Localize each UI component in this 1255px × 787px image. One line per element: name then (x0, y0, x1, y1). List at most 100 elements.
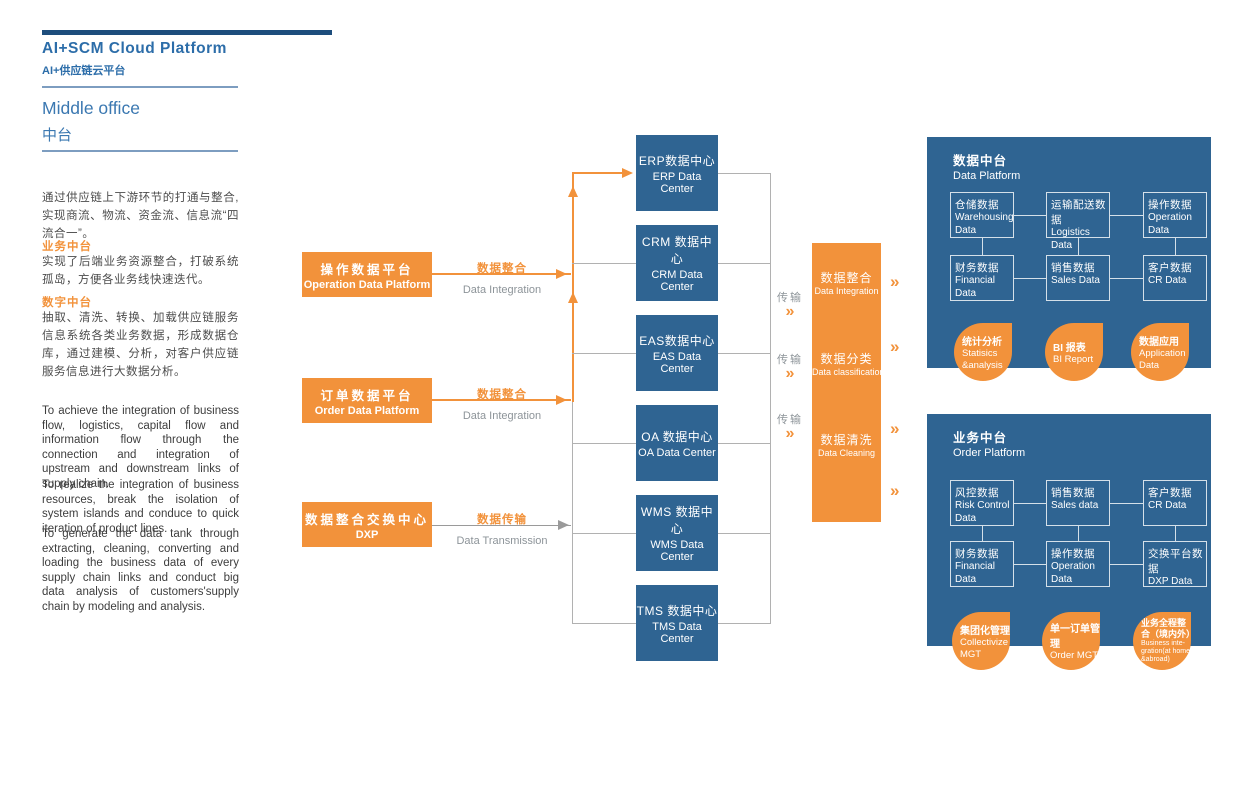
connector-line (1110, 278, 1143, 279)
connector-line (982, 526, 983, 541)
bubble-label-zh: 数据应用 (1139, 337, 1179, 349)
node-dxp-center: 数据整合交换中心 DXP (302, 502, 432, 547)
bubble-label-en: Statisics &analysis (962, 348, 1003, 371)
bubble-business-integration: 业务全程整合（境内外） Business inte-gration(at hom… (1133, 612, 1195, 670)
node-operation-data: 操作数据 Operation Data (1046, 541, 1110, 587)
node-eas-data-center: EAS数据中心 EAS Data Center (636, 315, 718, 391)
arrowhead-right-icon (622, 168, 633, 178)
connector-line (982, 238, 983, 255)
page-title: AI+SCM Cloud Platform (42, 40, 227, 57)
transfer-label-3: 传输 » (768, 411, 812, 442)
node-wms-data-center: WMS 数据中心 WMS Data Center (636, 495, 718, 571)
pipeline-step-classification: 数据分类 Data classification (812, 350, 885, 377)
bubble-application-data: 数据应用 Application Data (1131, 323, 1189, 381)
node-logistics-data: 运输配送数据 Logistics Data (1046, 192, 1110, 251)
node-label-en: Order Data Platform (314, 404, 420, 417)
node-label-zh: 订单数据平台 (320, 388, 414, 403)
bubble-label-zh: 统计分析 (962, 337, 1002, 349)
node-label-en: Warehousing Data (955, 212, 1014, 236)
panel-title: 业务中台 Order Platform (953, 427, 1025, 459)
arrowhead-right-gray-icon (558, 520, 569, 530)
node-tms-data-center: TMS 数据中心 TMS Data Center (636, 585, 718, 661)
biz-paragraph: 实现了后端业务资源整合，打破系统孤岛，方便各业务线快速迭代。 (42, 256, 239, 286)
step-label-zh: 数据分类 (820, 352, 873, 366)
bubble-order-mgt: 单一订单管理 Order MGT (1042, 612, 1100, 670)
transfer-text: 传输 (777, 354, 803, 366)
node-label-en: Sales data (1051, 500, 1099, 511)
node-label-zh: 销售数据 (1051, 262, 1095, 274)
step-label-en: Data Cleaning (817, 448, 876, 458)
node-cr-data: 客户数据 CR Data (1143, 255, 1207, 301)
flow-label-data-transmission: 数据传输 Data Transmission (432, 511, 572, 547)
connector-line (1078, 526, 1079, 541)
node-sales-data: 销售数据 Sales data (1046, 480, 1110, 526)
section-subtitle: 中台 (42, 127, 73, 144)
connector-line (1014, 564, 1046, 565)
node-label-en: WMS Data Center (650, 539, 704, 563)
connector-line (718, 263, 771, 264)
transfer-label-1: 传输 » (768, 289, 812, 320)
divider (42, 86, 238, 88)
panel-title-zh: 业务中台 (953, 431, 1008, 445)
biz-heading: 业务中台 (42, 241, 92, 253)
digital-heading: 数字中台 (42, 297, 92, 309)
node-erp-data-center: ERP数据中心 ERP Data Center (636, 135, 718, 211)
node-label-zh: CRM 数据中心 (641, 235, 713, 266)
pipeline-step-cleaning: 数据清洗 Data Cleaning (812, 431, 881, 458)
node-label-en: DXP Data (1148, 576, 1193, 587)
trunk-line-left-orange (572, 172, 574, 402)
english-paragraph-2: To realize the integration of business r… (42, 479, 239, 535)
arrowhead-up-icon (568, 292, 578, 303)
node-label-zh: 操作数据 (1148, 199, 1192, 211)
node-label-zh: 财务数据 (955, 262, 999, 274)
transfer-label-2: 传输 » (768, 351, 812, 382)
node-label-zh: ERP数据中心 (638, 153, 716, 168)
node-label-en: ERP Data Center (652, 170, 702, 195)
bubble-bi-report: BI 报表 BI Report (1045, 323, 1103, 381)
chevron-right-icon: » (785, 425, 795, 442)
node-label-zh: 数据整合交换中心 (304, 512, 429, 527)
bubble-statistics-analysis: 统计分析 Statisics &analysis (954, 323, 1012, 381)
intro-paragraph: 通过供应链上下游环节的打通与整合, 实现商流、物流、资金流、信息流“四流合一”。 (42, 192, 239, 240)
connector-line (1078, 238, 1079, 255)
node-label-en: Operation Data (1051, 561, 1095, 585)
panel-title-en: Data Platform (953, 170, 1021, 182)
connector-line (572, 443, 636, 444)
bubble-label-en: Collectivize MGT (960, 637, 1009, 660)
elbow-to-erp (572, 172, 624, 174)
node-data-pipeline: 数据整合 Data Integration 数据分类 Data classifi… (812, 243, 885, 522)
english-paragraph-1: To achieve the integration of business f… (42, 405, 239, 490)
flow-label-data-integration-2: 数据整合 Data Integration (432, 386, 572, 422)
connector-line (572, 533, 636, 534)
flow-label-zh: 数据整合 (477, 389, 527, 401)
transfer-text: 传输 (777, 292, 803, 304)
node-operation-data: 操作数据 Operation Data (1143, 192, 1207, 238)
node-risk-control-data: 风控数据 Risk Control Data (950, 480, 1014, 526)
connector-line (718, 173, 771, 174)
bubble-label-en: Order MGT (1050, 650, 1099, 662)
flow-label-en: Data Integration (462, 410, 542, 422)
node-label-zh: 操作数据 (1051, 548, 1095, 560)
connector-line (718, 623, 771, 624)
chevron-right-icon: » (890, 337, 900, 356)
node-financial-data: 财务数据 Financial Data (950, 255, 1014, 301)
node-label-zh: 运输配送数据 (1051, 199, 1106, 226)
connector-line (572, 263, 636, 264)
step-label-zh: 数据整合 (820, 271, 873, 285)
bubble-label-en: BI Report (1053, 353, 1094, 365)
node-cr-data: 客户数据 CR Data (1143, 480, 1207, 526)
chevron-right-icon: » (890, 419, 900, 438)
step-label-en: Data Integration (814, 286, 879, 296)
trunk-line-right (770, 173, 771, 623)
digital-paragraph: 抽取、清洗、转换、加载供应链服务信息系统各类业务数据，形成数据仓库，通过建模、分… (42, 312, 239, 378)
node-sales-data: 销售数据 Sales Data (1046, 255, 1110, 301)
header-accent-bar (42, 30, 332, 35)
bubble-collectivize-mgt: 集团化管理 Collectivize MGT (952, 612, 1010, 670)
node-label-zh: WMS 数据中心 (640, 505, 714, 536)
connector-line (1110, 215, 1143, 216)
divider (42, 150, 238, 152)
panel-order-platform: 业务中台 Order Platform 风控数据 Risk Control Da… (927, 414, 1211, 646)
flow-label-data-integration-1: 数据整合 Data Integration (432, 260, 572, 296)
arrow-order-line (432, 399, 571, 401)
